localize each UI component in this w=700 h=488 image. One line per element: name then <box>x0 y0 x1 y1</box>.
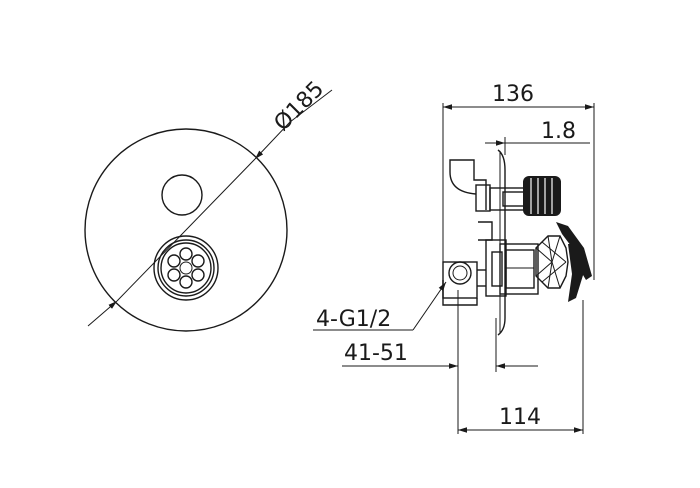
diameter-label: Ø185 <box>270 77 330 137</box>
dimension-plate-thickness: 1.8 <box>485 119 590 155</box>
knurled-diverter-knob <box>523 176 561 216</box>
lever-handle <box>556 222 592 302</box>
cover-plate-profile <box>497 149 506 336</box>
handle-cartridge <box>535 235 569 289</box>
lower-inlet-port <box>442 261 486 306</box>
plate-thickness-label: 1.8 <box>541 119 576 144</box>
side-view: 136 1.8 <box>313 82 595 434</box>
cover-plate-outline <box>84 128 288 332</box>
dimension-body-depth: 114 <box>458 300 584 434</box>
valve-body <box>478 221 539 297</box>
dimension-install-depth: 41-51 <box>342 290 538 434</box>
inlet-thread-label: 4-G1/2 <box>316 307 391 332</box>
upper-inlet-fitting <box>449 159 491 212</box>
thread-callout: 4-G1/2 <box>313 281 447 332</box>
body-depth-label: 114 <box>499 405 541 430</box>
diverter-assembly <box>489 176 561 216</box>
control-knob <box>153 235 219 301</box>
diverter-button <box>161 174 203 216</box>
dimension-overall-depth: 136 <box>442 82 595 290</box>
install-depth-label: 41-51 <box>344 341 408 366</box>
overall-depth-label: 136 <box>492 82 534 107</box>
front-view: Ø185 <box>84 77 333 332</box>
